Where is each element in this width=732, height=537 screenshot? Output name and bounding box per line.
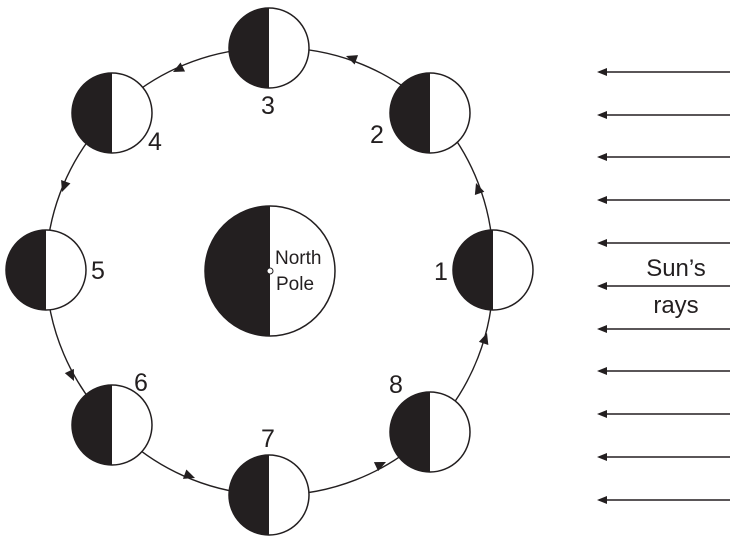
- orbit-arrow-4-5: [61, 179, 71, 192]
- moon-6: [71, 384, 153, 466]
- moon-8-dark-half: [390, 392, 430, 472]
- orbit-arrow-6-7: [182, 469, 195, 479]
- moon-4-dark-half: [72, 73, 112, 153]
- earth-label-pole: Pole: [276, 274, 314, 295]
- orbit-arrow-8-1: [478, 333, 489, 346]
- north-pole-marker: [266, 267, 274, 275]
- moon-3: [228, 7, 310, 89]
- sun-rays: [597, 68, 730, 504]
- earth: North Pole: [204, 205, 336, 337]
- orbit-arrow-3-4: [173, 62, 186, 72]
- orbit-direction-arrows: [61, 55, 489, 479]
- moon-5-dark-half: [6, 230, 46, 310]
- moon-3-number: 3: [261, 92, 275, 120]
- moon-1: [452, 229, 534, 311]
- moon-5: [5, 229, 87, 311]
- moon-7: [228, 454, 310, 536]
- orbit-arrow-7-8: [373, 462, 386, 472]
- moon-8-number: 8: [389, 371, 403, 399]
- moon-3-dark-half: [229, 8, 269, 88]
- earth-dark-side: [205, 206, 270, 336]
- orbit-arrow-1-2: [474, 183, 485, 196]
- earth-label-north: North: [275, 248, 321, 269]
- orbit-arrow-2-3: [346, 55, 359, 65]
- moon-4-number: 4: [148, 128, 162, 156]
- moon-7-dark-half: [229, 455, 269, 535]
- moon-1-number: 1: [434, 258, 448, 286]
- moon-4: [71, 72, 153, 154]
- moon-1-dark-half: [453, 230, 493, 310]
- moon-2-number: 2: [370, 121, 384, 149]
- moon-2-dark-half: [390, 73, 430, 153]
- sun-rays-label-line2: rays: [653, 292, 698, 319]
- moon-6-dark-half: [72, 385, 112, 465]
- moon-2: [389, 72, 471, 154]
- sun-rays-label-line1: Sun’s: [646, 255, 706, 282]
- moon-8: [389, 391, 471, 473]
- moon-6-number: 6: [134, 369, 148, 397]
- moon-5-number: 5: [91, 257, 105, 285]
- moon-7-number: 7: [261, 425, 275, 453]
- orbit-arrow-5-6: [64, 368, 74, 381]
